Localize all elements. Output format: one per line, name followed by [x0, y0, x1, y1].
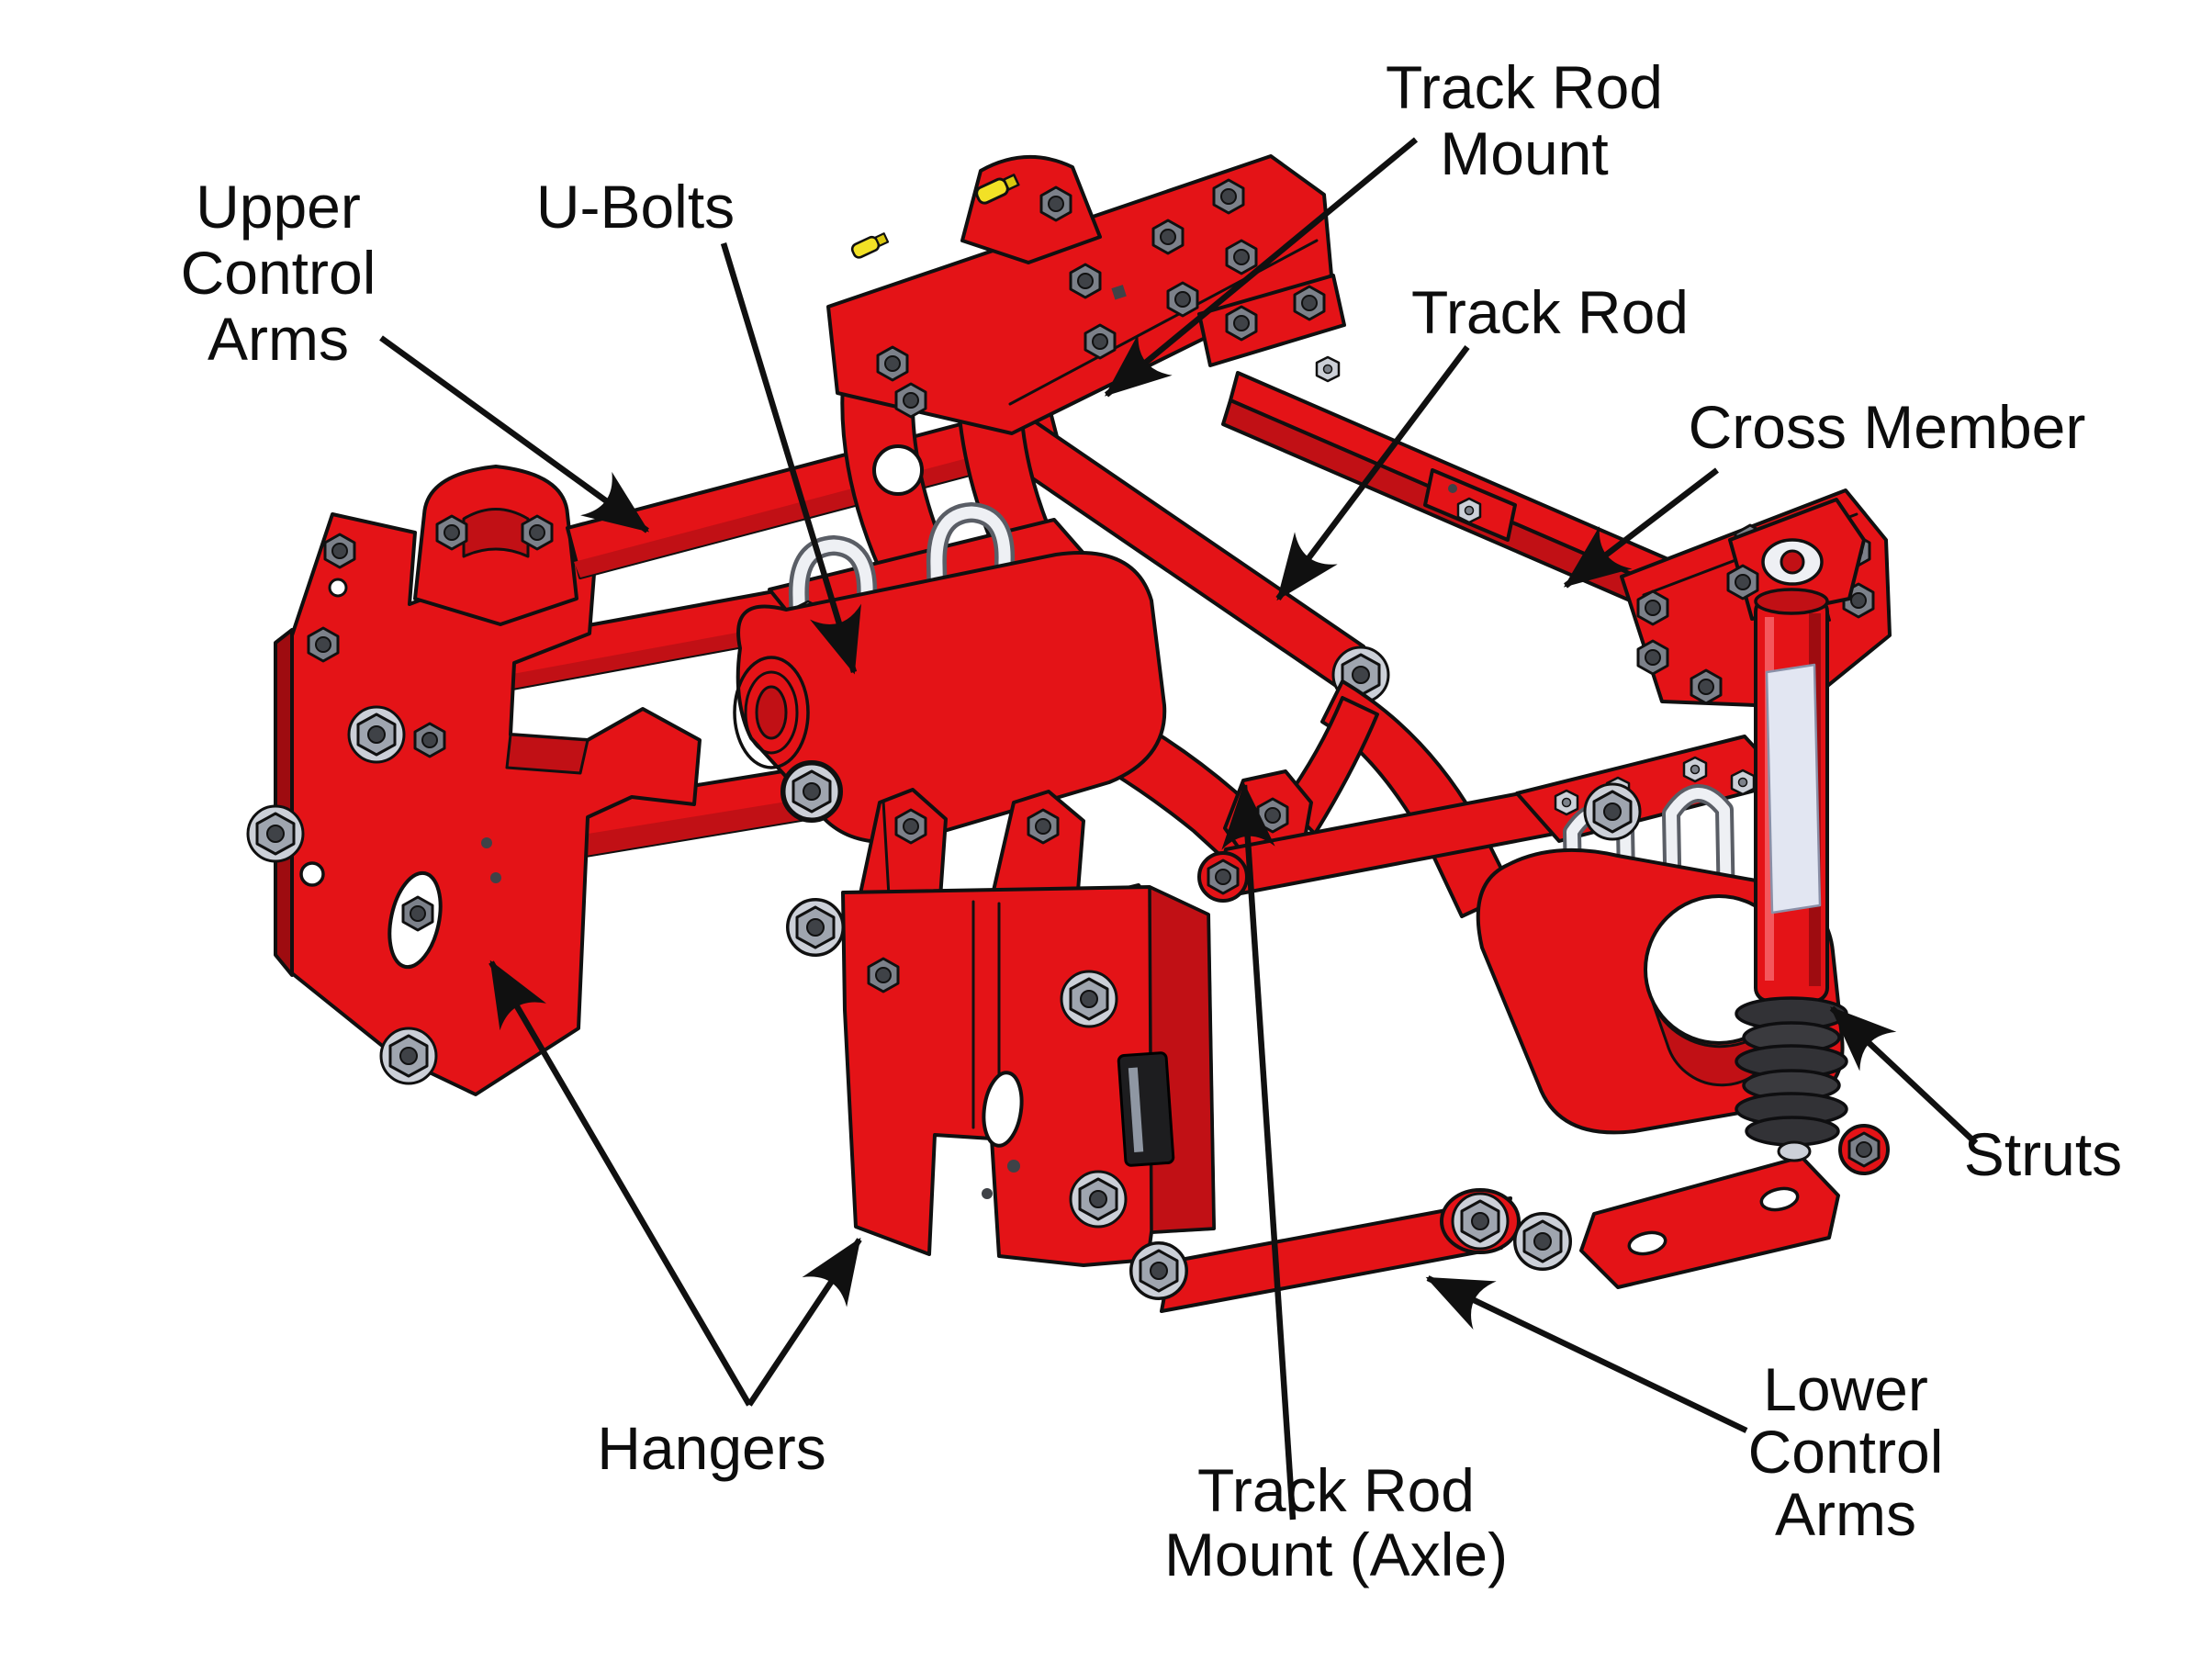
arrow-u-bolts: [720, 242, 861, 675]
u-bolt-left-2: [926, 502, 1016, 677]
label-track-rod: Track Rod: [1411, 278, 1689, 346]
suspension-assembly: [246, 154, 1892, 1313]
arrow-track-rod-mount-axle: [1221, 782, 1297, 1521]
hanger-center: [841, 788, 1216, 1267]
label-track-rod-mount-axle-2: Mount (Axle): [1164, 1521, 1508, 1588]
label-upper-control-arms-2: Control: [181, 239, 376, 307]
label-cross-member: Cross Member: [1689, 393, 2086, 461]
label-upper-control-arms-1: Upper: [196, 173, 361, 241]
label-track-rod-mount-1: Track Rod: [1386, 53, 1663, 121]
arrow-cross-member: [1563, 467, 1719, 589]
u-bolt-right-2: [1662, 784, 1735, 920]
label-lower-control-arms-1: Lower: [1763, 1355, 1928, 1423]
label-track-rod-mount-axle-1: Track Rod: [1197, 1456, 1475, 1524]
label-upper-control-arms-3: Arms: [208, 305, 349, 373]
strut-bellows: [1735, 996, 1848, 1162]
info-plate: [1117, 1051, 1175, 1167]
label-hangers: Hangers: [597, 1414, 825, 1482]
label-struts: Struts: [1964, 1120, 2122, 1188]
u-bolt-left-1: [788, 535, 878, 710]
strut: [1735, 588, 1848, 1162]
arrow-lower-control-arms: [1425, 1275, 1748, 1433]
arrow-track-rod: [1275, 345, 1470, 601]
callout-arrows: [379, 137, 1979, 1521]
arrow-upper-control-arms: [379, 335, 650, 533]
arrow-hangers-right: [747, 1237, 862, 1407]
axle-seat-left: [733, 502, 1167, 1039]
label-lower-control-arms-2: Control: [1748, 1418, 1944, 1486]
lower-control-arm-right-lower: [1129, 1196, 1512, 1313]
label-u-bolts: U-Bolts: [536, 173, 735, 241]
arrow-hangers-left: [488, 960, 752, 1407]
arrow-track-rod-mount: [1104, 137, 1419, 398]
callout-labels: Upper Control Arms U-Bolts Track Rod Mou…: [181, 53, 2123, 1588]
label-track-rod-mount-2: Mount: [1440, 119, 1608, 187]
label-lower-control-arms-3: Arms: [1775, 1480, 1916, 1548]
lower-control-arm-right-upper: [1197, 776, 1604, 903]
strut-label: [1765, 663, 1822, 915]
hanger-left: [246, 465, 702, 1096]
arrow-struts: [1829, 1005, 1979, 1146]
